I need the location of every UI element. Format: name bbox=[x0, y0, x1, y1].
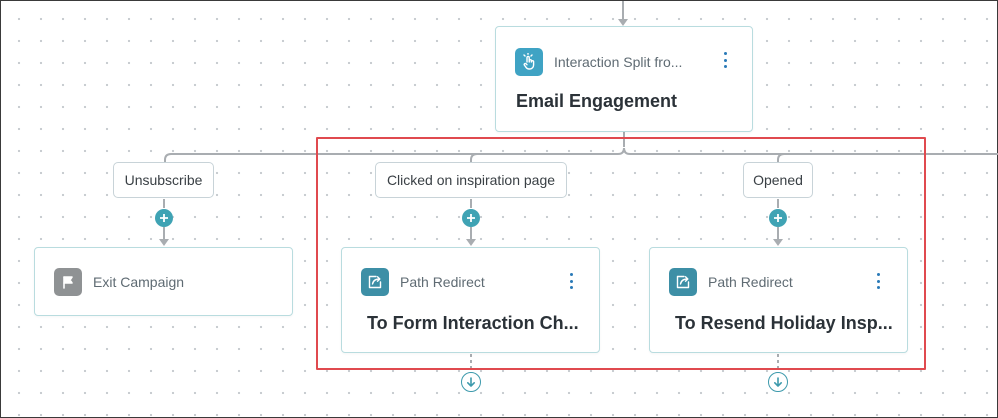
node-title: Email Engagement bbox=[516, 91, 678, 111]
node-title: To Form Interaction Ch... bbox=[367, 313, 579, 333]
flag-icon bbox=[54, 268, 82, 296]
plus-icon bbox=[774, 214, 782, 222]
jump-to-path-button[interactable] bbox=[768, 372, 788, 392]
plus-icon bbox=[160, 214, 168, 222]
branch-label-clicked-inspiration[interactable]: Clicked on inspiration page bbox=[375, 162, 567, 198]
add-step-button[interactable] bbox=[462, 209, 480, 227]
more-options-icon[interactable] bbox=[719, 49, 731, 71]
more-options-icon[interactable] bbox=[872, 270, 884, 292]
redirect-arrow-icon bbox=[361, 268, 389, 296]
branch-label-unsubscribe[interactable]: Unsubscribe bbox=[113, 162, 214, 198]
arrow-down-icon bbox=[774, 377, 782, 387]
jump-to-path-button[interactable] bbox=[461, 372, 481, 392]
node-type-label: Path Redirect bbox=[400, 274, 485, 290]
node-type-label: Exit Campaign bbox=[93, 274, 185, 290]
add-step-button[interactable] bbox=[769, 209, 787, 227]
add-step-button[interactable] bbox=[155, 209, 173, 227]
branch-label-opened[interactable]: Opened bbox=[743, 162, 813, 198]
node-title: To Resend Holiday Insp... bbox=[675, 313, 893, 333]
redirect-arrow-icon bbox=[669, 268, 697, 296]
path-redirect-node[interactable]: Path Redirect To Resend Holiday Insp... bbox=[649, 247, 908, 353]
email-engagement-node[interactable]: Interaction Split fro... Email Engagemen… bbox=[495, 26, 753, 132]
plus-icon bbox=[467, 214, 475, 222]
node-type-label: Interaction Split fro... bbox=[554, 54, 683, 70]
path-redirect-node[interactable]: Path Redirect To Form Interaction Ch... bbox=[341, 247, 600, 353]
more-options-icon[interactable] bbox=[565, 270, 577, 292]
exit-campaign-node[interactable]: Exit Campaign bbox=[34, 247, 293, 316]
node-type-label: Path Redirect bbox=[708, 274, 793, 290]
pointer-hand-icon bbox=[515, 48, 543, 76]
arrow-down-icon bbox=[467, 377, 475, 387]
